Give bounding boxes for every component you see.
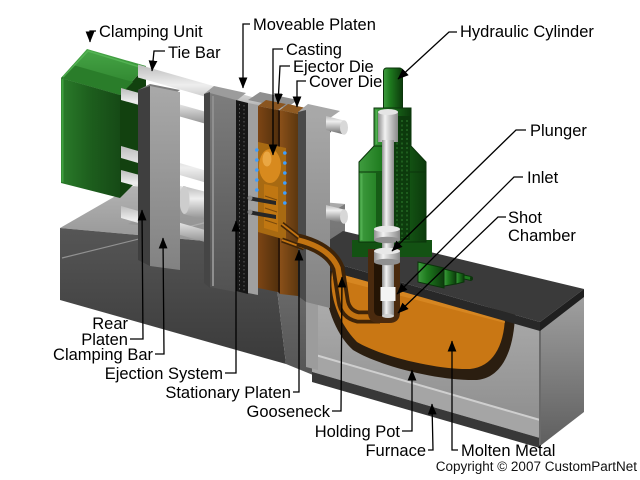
label-moveable-platen: Moveable Platen bbox=[253, 16, 376, 34]
inlet-band bbox=[380, 287, 396, 301]
label-tie-bar: Tie Bar bbox=[168, 44, 221, 62]
tie-bar-stubs bbox=[326, 116, 348, 224]
label-rear-platen-line2: Platen bbox=[81, 331, 128, 349]
leader-ejection-system bbox=[225, 220, 241, 374]
label-ejection-system: Ejection System bbox=[105, 365, 223, 383]
rear-platen-plate bbox=[138, 84, 180, 270]
label-inlet: Inlet bbox=[527, 169, 559, 187]
label-cover-die: Cover Die bbox=[309, 73, 382, 91]
label-plunger: Plunger bbox=[530, 122, 587, 140]
label-molten-metal: Molten Metal bbox=[461, 442, 555, 460]
label-gooseneck: Gooseneck bbox=[247, 403, 331, 421]
leader-cover-die bbox=[292, 80, 306, 108]
moveable-platen-plate bbox=[204, 86, 246, 292]
label-clamping-bar: Clamping Bar bbox=[53, 346, 153, 364]
leader-clamping-unit bbox=[85, 30, 96, 43]
callout-leaders bbox=[85, 23, 526, 451]
label-ejector-die: Ejector Die bbox=[293, 58, 374, 76]
leader-gooseneck bbox=[332, 276, 347, 412]
leader-hydraulic-cylinder bbox=[397, 31, 457, 80]
copyright-text: Copyright © 2007 CustomPartNet bbox=[436, 459, 638, 474]
leader-casting bbox=[268, 48, 283, 156]
ejector-pin-dots bbox=[254, 148, 287, 205]
label-hydraulic-cylinder: Hydraulic Cylinder bbox=[460, 23, 594, 41]
label-shot-chamber-line1: Shot bbox=[508, 209, 542, 227]
leader-plunger bbox=[391, 129, 526, 252]
callout-labels: Clamping Unit Tie Bar Moveable Platen Ca… bbox=[53, 16, 637, 474]
gooseneck-tube bbox=[280, 222, 380, 324]
leader-moveable-platen bbox=[238, 23, 250, 89]
leader-inlet bbox=[396, 176, 523, 295]
leader-clamping-bar bbox=[155, 237, 168, 355]
label-shot-chamber-line2: Chamber bbox=[508, 227, 576, 245]
inlet-nozzle bbox=[417, 261, 473, 289]
leader-molten-metal bbox=[447, 340, 458, 451]
leader-tie-bar bbox=[148, 50, 165, 72]
leader-ejector-die bbox=[274, 65, 290, 105]
label-stationary-platen: Stationary Platen bbox=[165, 384, 291, 402]
label-casting: Casting bbox=[286, 41, 342, 59]
leader-furnace bbox=[427, 403, 437, 451]
leader-shot-chamber bbox=[397, 216, 506, 314]
leader-stationary-platen bbox=[293, 249, 304, 393]
label-furnace: Furnace bbox=[365, 442, 426, 460]
leader-holding-pot bbox=[402, 369, 417, 432]
plunger-rod bbox=[374, 109, 400, 318]
leader-rear-platen bbox=[130, 209, 147, 340]
label-rear-platen-line1: Rear bbox=[92, 315, 128, 333]
ejector-pins bbox=[247, 195, 276, 219]
label-clamping-unit: Clamping Unit bbox=[99, 23, 203, 41]
label-holding-pot: Holding Pot bbox=[315, 423, 401, 441]
